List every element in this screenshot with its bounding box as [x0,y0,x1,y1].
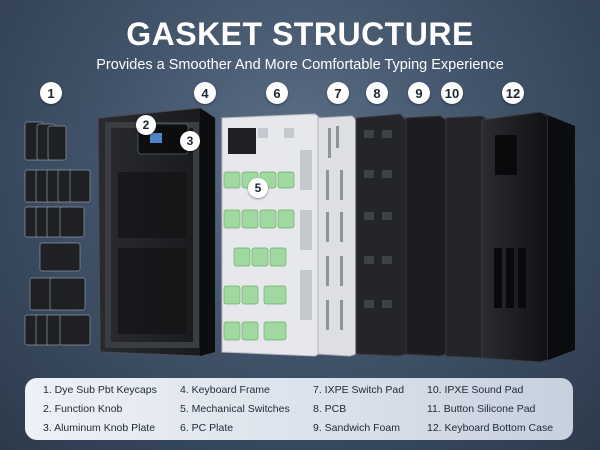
badge-10: 10 [441,82,463,104]
badge-3: 3 [180,131,200,151]
legend-item-1: 1. Dye Sub Pbt Keycaps [43,384,157,396]
legend-item-6: 6. PC Plate [180,422,234,434]
legend-item-7: 7. IXPE Switch Pad [313,384,405,396]
legend-item-2: 2. Function Knob [43,403,123,415]
legend-item-11: 11. Button Silicone Pad [427,403,536,415]
badge-7: 7 [327,82,349,104]
badge-5: 5 [248,178,268,198]
legend-item-8: 8. PCB [313,403,347,415]
page-subtitle: Provides a Smoother And More Comfortable… [96,57,504,73]
badge-4: 4 [194,82,216,104]
sandwich-foam-layer [405,115,447,357]
page-title: GASKET STRUCTURE [126,16,474,52]
keyboard-frame-layer [97,107,216,357]
badge-6: 6 [266,82,288,104]
badge-1: 1 [40,82,62,104]
mechanical-switches-layer [223,171,295,341]
legend-item-4: 4. Keyboard Frame [180,384,270,396]
badge-9: 9 [408,82,430,104]
pcb-layer [355,113,407,357]
pc-plate-layer [221,113,323,357]
legend-item-5: 5. Mechanical Switches [180,403,290,415]
bottom-case-layer [481,111,575,363]
legend-item-10: 10. IPXE Sound Pad [427,384,524,396]
ixpe-switch-pad-layer [317,115,357,357]
badge-12: 12 [502,82,524,104]
legend-item-12: 12. Keyboard Bottom Case [427,422,554,434]
badge-2: 2 [136,115,156,135]
legend-item-9: 9. Sandwich Foam [313,422,400,434]
legend-panel: 1. Dye Sub Pbt Keycaps 2. Function Knob … [25,378,573,440]
badge-8: 8 [366,82,388,104]
keycaps-layer [24,121,91,346]
legend-item-3: 3. Aluminum Knob Plate [43,422,156,434]
